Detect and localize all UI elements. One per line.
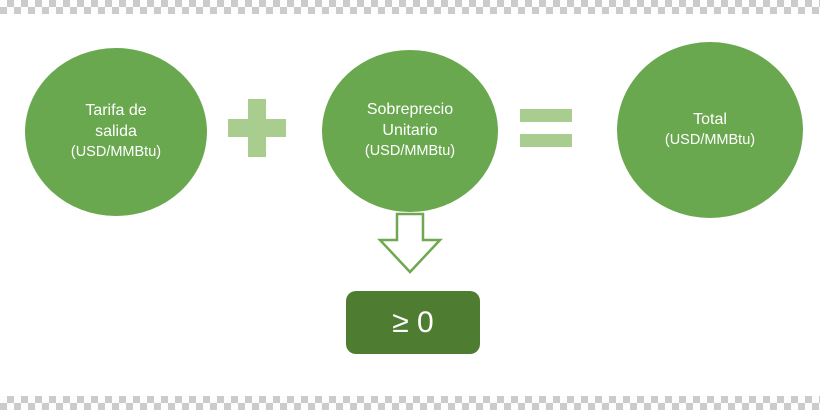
- result-box: ≥ 0: [346, 291, 480, 354]
- transparency-checker-bottom: [0, 396, 820, 410]
- equals-top-bar: [520, 109, 572, 122]
- node-tarifa-de-salida: Tarifa de salida (USD/MMBtu): [25, 48, 207, 216]
- equals-bottom-bar: [520, 134, 572, 147]
- node-title: Total: [693, 110, 727, 128]
- node-unit: (USD/MMBtu): [664, 131, 756, 148]
- node-sobreprecio-unitario: Sobreprecio Unitario (USD/MMBtu): [322, 50, 498, 212]
- equals-icon: [520, 109, 572, 147]
- node-unit: (USD/MMBtu): [70, 144, 162, 161]
- transparency-checker-top: [0, 0, 820, 14]
- node-unit: (USD/MMBtu): [364, 143, 456, 160]
- node-title: Tarifa de salida: [85, 102, 147, 141]
- plus-icon: [228, 99, 286, 157]
- result-label: ≥ 0: [392, 305, 434, 339]
- node-title: Sobreprecio Unitario: [366, 101, 454, 140]
- node-total: Total (USD/MMBtu): [617, 42, 803, 218]
- down-arrow-icon: [377, 212, 443, 274]
- plus-horizontal-bar: [228, 119, 286, 137]
